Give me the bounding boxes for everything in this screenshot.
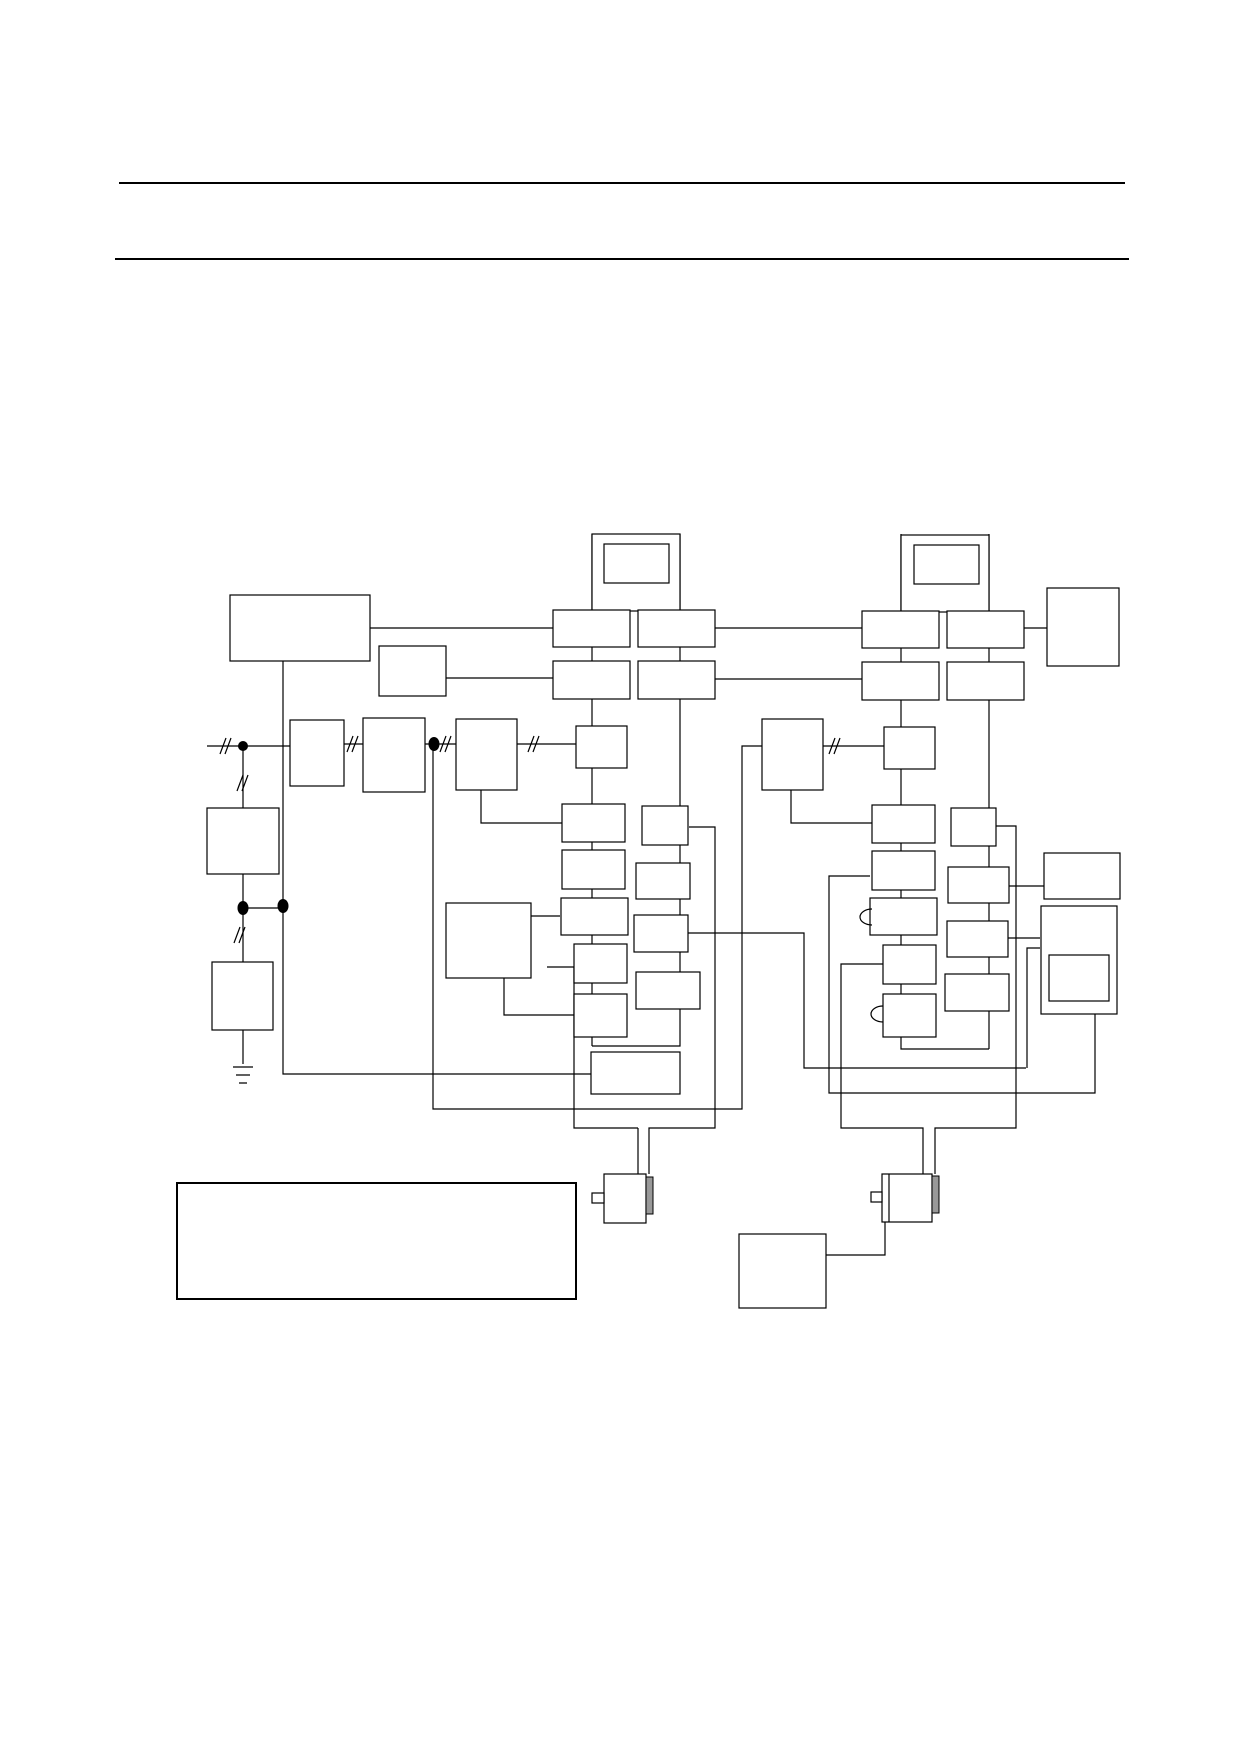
block (861, 661, 940, 701)
sensor-symbol (870, 1005, 884, 1023)
block (211, 961, 274, 1031)
motor-shaft (591, 1192, 605, 1204)
block (455, 718, 518, 791)
wire (1026, 947, 1040, 1068)
motor-2 (870, 1173, 940, 1223)
block (552, 660, 631, 700)
block (882, 944, 937, 985)
block (561, 803, 626, 843)
wire (480, 790, 562, 824)
junction-dot (237, 901, 249, 915)
block (944, 973, 1010, 1012)
block (206, 807, 280, 875)
block (871, 850, 936, 891)
block (947, 866, 1010, 904)
motor-brush (931, 1175, 940, 1214)
block (950, 807, 997, 847)
block (573, 993, 628, 1038)
bus-slash-mark (346, 735, 359, 753)
wire (688, 932, 1026, 1069)
block (633, 914, 689, 953)
wire (648, 826, 716, 1174)
junction-dot (238, 741, 248, 751)
block (635, 971, 701, 1010)
block (869, 897, 938, 936)
wire (432, 744, 762, 1110)
block (289, 719, 345, 787)
block (229, 594, 371, 662)
block (637, 609, 716, 648)
sensor-symbol (859, 908, 873, 926)
block (637, 660, 716, 700)
block (603, 543, 670, 584)
bus-slash-mark (828, 737, 841, 755)
bus-slash-mark (233, 926, 246, 944)
header-top-rule (119, 182, 1125, 184)
block (871, 804, 936, 844)
block (913, 544, 980, 585)
block (946, 661, 1025, 701)
block (560, 897, 629, 936)
block (635, 862, 691, 900)
wire (547, 966, 638, 1129)
junction-dots (237, 737, 440, 915)
bus-slash-mark (439, 735, 452, 753)
block (561, 849, 626, 890)
wire (282, 661, 591, 1075)
motor-shaft (870, 1191, 883, 1203)
bus-slash-mark (219, 737, 232, 755)
block (575, 725, 628, 769)
block (573, 943, 628, 984)
junction-dot (428, 737, 440, 751)
wire (840, 963, 924, 1174)
bus-slash-mark (527, 735, 540, 753)
block (946, 610, 1025, 649)
block (882, 993, 937, 1038)
wire (503, 978, 574, 1016)
block (590, 1051, 681, 1095)
wire (900, 534, 989, 1050)
motor-1 (591, 1173, 654, 1224)
sensors (859, 908, 884, 1023)
block (1048, 954, 1110, 1002)
block (1043, 852, 1121, 900)
block (552, 609, 631, 648)
note-box (176, 1182, 577, 1300)
wire (934, 825, 1017, 1174)
block (761, 718, 824, 791)
wire (826, 1222, 886, 1256)
block (861, 610, 940, 649)
blocks (176, 533, 1121, 1309)
block (641, 805, 689, 846)
block (378, 645, 447, 697)
block (362, 717, 426, 793)
wire (828, 875, 1096, 1094)
bus-slash-mark (236, 774, 249, 792)
block (1046, 587, 1120, 667)
wire (592, 534, 681, 1047)
block (946, 920, 1009, 958)
header-bottom-rule (115, 258, 1129, 260)
block (445, 902, 532, 979)
bus-marks (219, 735, 841, 944)
motor-brush (645, 1176, 654, 1215)
block (883, 726, 936, 770)
ground-symbol (233, 1066, 253, 1084)
motor-body (603, 1173, 647, 1224)
wire (790, 790, 872, 824)
block (738, 1233, 827, 1309)
junction-dot (277, 899, 289, 913)
